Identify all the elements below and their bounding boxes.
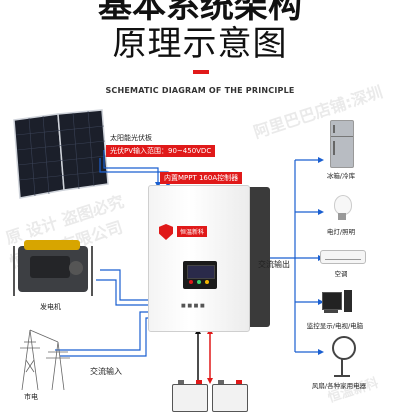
bulb-base xyxy=(338,213,346,220)
appliance-label-ac: 空调 xyxy=(334,270,348,278)
generator-label: 发电机 xyxy=(40,303,61,311)
status-led-yellow xyxy=(205,280,209,284)
solar-panel-icon xyxy=(13,109,109,199)
title-accent-bar xyxy=(193,70,209,74)
ac-output-label: 交流输出 xyxy=(258,260,290,269)
computer-tower xyxy=(344,290,352,312)
inverter-display-panel xyxy=(183,261,217,289)
wiring-diagram xyxy=(13,109,324,391)
battery-terminal-neg xyxy=(218,380,224,384)
appliance-label-computer: 监控显示/电视/电脑 xyxy=(306,322,364,330)
power-grid-icon xyxy=(20,329,70,391)
ac-vent xyxy=(325,259,361,260)
pv-input-range-tag: 光伏PV输入范围：90~450VDC xyxy=(106,145,216,157)
inverter-brand-badge: 恒温新科 xyxy=(177,226,208,237)
page-subtitle: SCHEMATIC DIAGRAM OF THE PRINCIPLE xyxy=(105,86,295,95)
page-title: 原理示意图 xyxy=(112,24,288,64)
status-led-green xyxy=(197,280,201,284)
fan-stand xyxy=(341,358,343,376)
air-conditioner-icon xyxy=(320,250,366,264)
appliance-label-fan: 风扇/各种家用电器 xyxy=(311,382,367,390)
ac-input-label: 交流输入 xyxy=(90,367,122,376)
generator-icon xyxy=(13,240,93,296)
battery-terminal-pos xyxy=(236,380,242,384)
keyboard xyxy=(324,310,338,313)
battery-terminal-pos xyxy=(196,380,202,384)
fridge-door-line xyxy=(331,136,353,137)
status-led-red xyxy=(189,280,193,284)
lcd-screen xyxy=(187,265,215,279)
battery-2 xyxy=(212,380,248,412)
appliance-label-light: 电灯/照明 xyxy=(326,228,356,236)
fan-icon xyxy=(332,336,356,360)
title-top: 基本系统架构 xyxy=(98,0,302,26)
bulb-icon xyxy=(334,195,352,215)
appliance-label-fridge: 冰箱/冷库 xyxy=(326,172,356,180)
inverter-side-panel xyxy=(248,187,270,327)
inverter-unit: 恒温新科 ■ ■ ■ ■ xyxy=(148,185,250,332)
computer-icon xyxy=(322,292,342,310)
battery-1 xyxy=(172,380,208,412)
fan-base xyxy=(334,375,350,377)
fridge-handle xyxy=(333,141,335,155)
shield-logo-icon xyxy=(159,224,173,240)
solar-panel-label: 太阳能光伏板 xyxy=(110,134,152,142)
fridge-icon xyxy=(330,120,354,168)
battery-terminal-neg xyxy=(178,380,184,384)
fridge-handle xyxy=(333,125,335,133)
grid-label: 市电 xyxy=(24,393,38,401)
mppt-controller-tag: 内置MPPT 160A控制器 xyxy=(160,172,243,184)
inverter-model-text: ■ ■ ■ ■ xyxy=(181,303,205,309)
